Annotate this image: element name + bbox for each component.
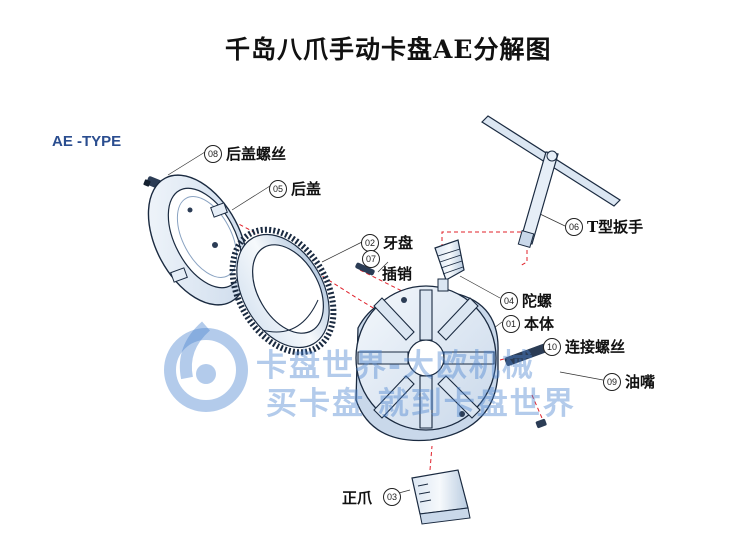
part-body: [355, 285, 499, 442]
callout-oil-nipple: 09 油嘴: [603, 371, 655, 392]
callout-label: 连接螺丝: [565, 338, 626, 356]
callout-number: 01: [502, 314, 520, 333]
callout-number: 02: [361, 233, 379, 252]
callout-connecting-screw: 10 连接螺丝: [543, 336, 625, 357]
callout-label: 本体: [524, 315, 555, 333]
callout-back-cover: 05 后盖: [269, 178, 321, 199]
page-title: 千岛八爪手动卡盘AE分解图: [225, 35, 552, 64]
callout-number-pin: 07: [362, 250, 380, 268]
callout-label: 后盖螺丝: [226, 145, 287, 163]
callout-back-cover-screw: 08 后盖螺丝: [204, 143, 286, 164]
callout-label: 陀螺: [522, 292, 553, 310]
callout-number-jaw: 03: [383, 488, 401, 506]
callout-body: 01 本体: [502, 313, 554, 334]
callout-label-pin: 插销: [382, 265, 413, 283]
watermark-logo-icon: [164, 321, 248, 412]
callout-number: 08: [204, 144, 222, 163]
watermark-line-1: 卡盘世界-大欧机械: [256, 348, 535, 384]
callout-number: 10: [543, 337, 561, 356]
callout-number: 04: [500, 291, 518, 310]
part-pinion: [434, 239, 465, 292]
part-oil-nipple: [535, 418, 547, 429]
callout-label: T型扳手: [587, 218, 644, 236]
callout-label-jaw: 正爪: [342, 489, 373, 507]
part-gear-disc: [229, 226, 337, 356]
callout-number: 06: [565, 217, 583, 236]
callout-label: 牙盘: [383, 234, 414, 252]
part-pin: [355, 262, 375, 276]
callout-number: 05: [269, 179, 287, 198]
part-back-cover: [147, 174, 249, 306]
part-jaw: [411, 469, 471, 525]
callout-pinion: 04 陀螺: [500, 290, 552, 311]
part-t-wrench: [481, 115, 621, 249]
callout-label: 油嘴: [625, 373, 656, 391]
callout-number: 09: [603, 372, 621, 391]
type-label: AE -TYPE: [52, 133, 122, 150]
watermark-line-2: 买卡盘 就到卡盘世界: [266, 386, 576, 422]
callout-t-wrench: 06 T型扳手: [565, 216, 643, 237]
callout-label: 后盖: [291, 180, 322, 198]
part-connecting-screw: [504, 342, 550, 367]
